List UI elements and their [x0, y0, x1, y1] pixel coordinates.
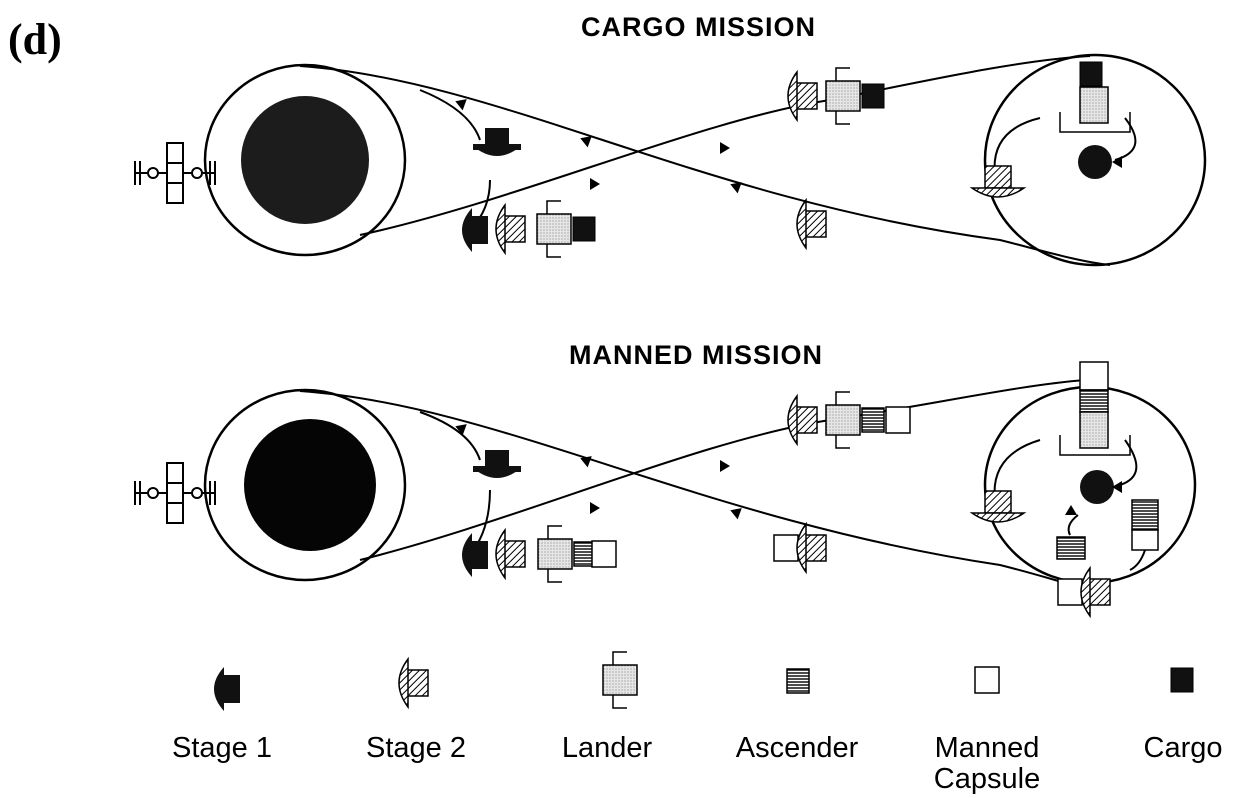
cargo-icon — [572, 216, 596, 242]
legend-stage1-icon — [214, 667, 240, 711]
legend-label-stage2: Stage 2 — [366, 732, 466, 764]
stage2-icon — [796, 523, 827, 573]
stage2-icon — [495, 204, 526, 254]
return-trajectory — [299, 390, 1086, 589]
moon — [1078, 145, 1112, 179]
lander-icon — [537, 525, 573, 583]
space-station-icon — [134, 142, 216, 204]
manned-capsule-icon — [885, 406, 911, 434]
manned-capsule-icon — [773, 534, 799, 562]
stage2-icon — [787, 71, 818, 121]
legend-label-stage1: Stage 1 — [172, 732, 272, 764]
cargo-icon — [1079, 61, 1103, 87]
stage2-icon — [787, 395, 818, 445]
legend-label-ascender: Ascender — [735, 732, 859, 764]
stage2-icon — [495, 529, 526, 579]
legend-lander-icon — [602, 651, 638, 709]
stage1-icon — [473, 450, 521, 478]
cargo-mission-diagram — [134, 53, 1207, 267]
stage2-icon — [1080, 567, 1111, 617]
stage2-icon — [796, 199, 827, 249]
legend-stage2-icon — [398, 658, 429, 708]
stage1-icon — [462, 208, 488, 252]
earth — [244, 419, 376, 551]
cargo-icon — [861, 83, 885, 109]
stage1-icon — [462, 533, 488, 577]
manned-capsule-icon — [591, 540, 617, 568]
return-trajectory — [299, 65, 1111, 266]
stage2-icon — [971, 490, 1025, 523]
space-station-icon — [134, 462, 216, 524]
manned-mission-title: MANNED MISSION — [569, 340, 824, 370]
lander-icon — [825, 67, 861, 125]
legend-ascender-icon — [786, 668, 810, 694]
legend-label-capsule: Manned Capsule — [933, 732, 1041, 795]
lander-icon — [825, 391, 861, 449]
manned-mission-diagram — [134, 361, 1197, 617]
stage1-icon — [473, 128, 521, 156]
manned-capsule-icon — [1057, 578, 1083, 606]
panel-label: (d) — [8, 15, 62, 64]
moon — [1080, 470, 1114, 504]
ascender-icon — [861, 407, 885, 433]
legend-capsule-icon — [974, 666, 1000, 694]
legend-label-lander: Lander — [561, 732, 653, 764]
legend-label-cargo: Cargo — [1143, 732, 1223, 764]
earth — [241, 96, 369, 224]
lander-icon — [536, 200, 572, 258]
cargo-mission-title: CARGO MISSION — [581, 12, 817, 42]
stage2-icon — [971, 165, 1025, 198]
legend — [214, 651, 1194, 711]
legend-cargo-icon — [1170, 667, 1194, 693]
lunar-orbit — [983, 53, 1207, 267]
